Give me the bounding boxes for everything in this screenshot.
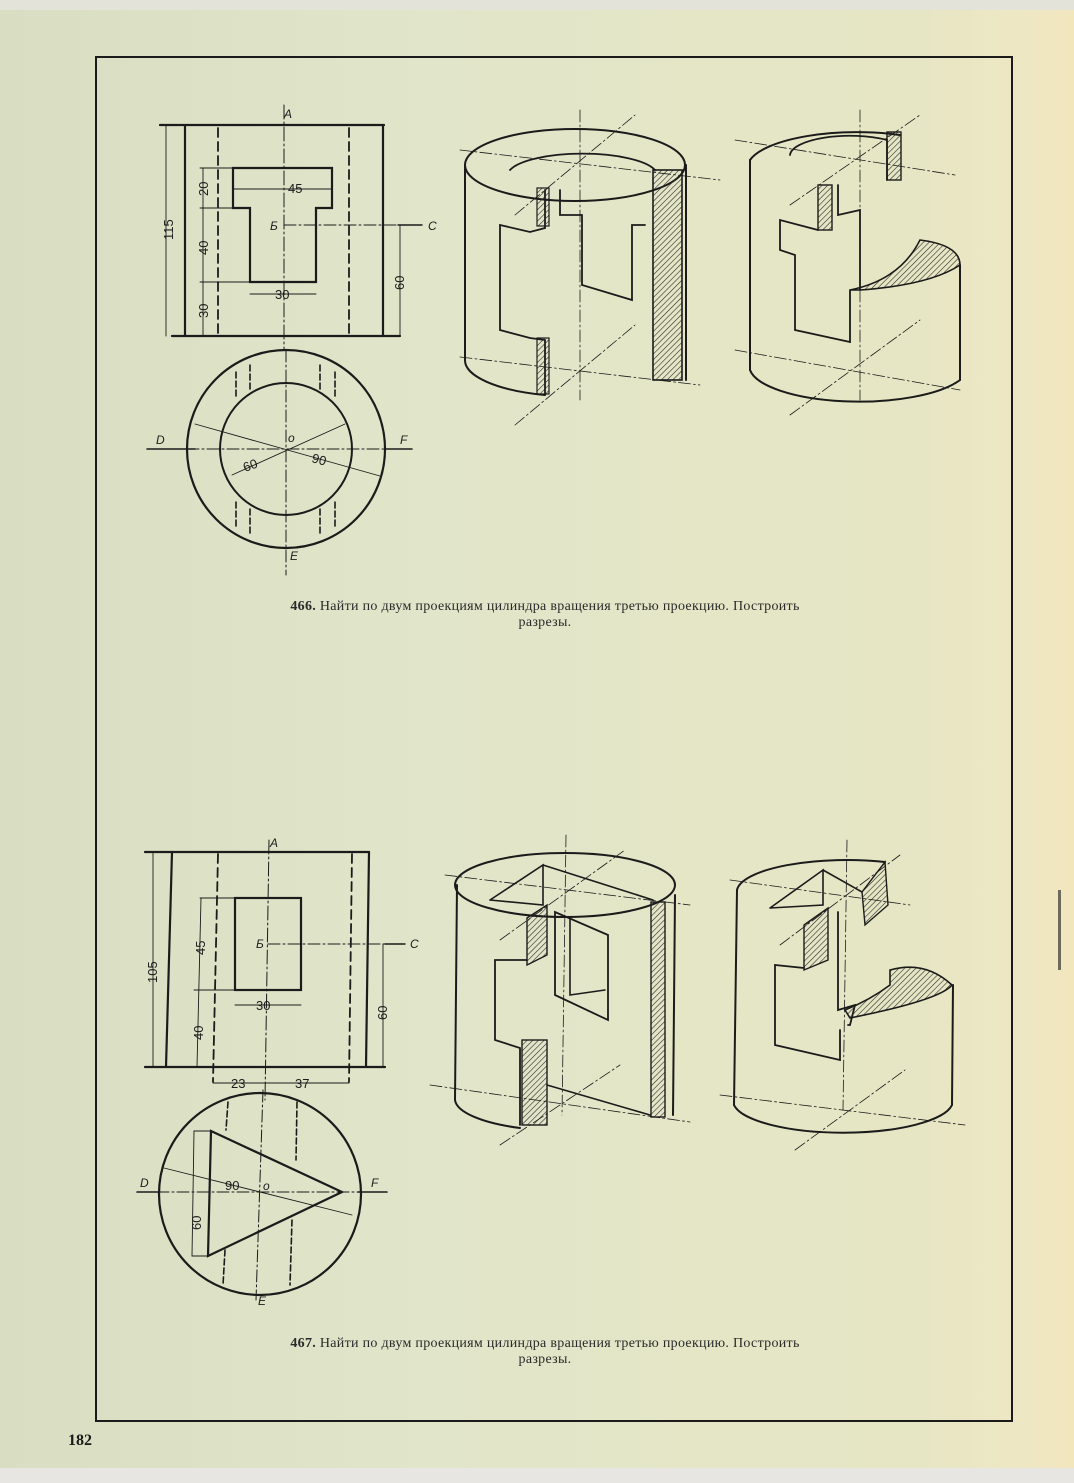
label-467-B: Б bbox=[256, 937, 264, 951]
dim-466-slot-top: 20 bbox=[196, 182, 211, 196]
label-466-o: o bbox=[288, 431, 295, 445]
caption-466-text: Найти по двум проекциям цилиндра вращени… bbox=[319, 599, 800, 614]
caption-466-line1: 466. Найти по двум проекциям цилиндра вр… bbox=[140, 599, 950, 615]
isometric-section-466-b bbox=[734, 109, 961, 416]
caption-466: 466. Найти по двум проекциям цилиндра вр… bbox=[140, 599, 950, 631]
dim-467-window-height: 45 bbox=[193, 941, 208, 955]
label-466-B: Б bbox=[270, 219, 278, 233]
dim-467-diameter: 90 bbox=[225, 1178, 239, 1193]
dim-467-bottom-offset: 40 bbox=[191, 1026, 206, 1040]
page-number: 182 bbox=[68, 1432, 92, 1449]
dim-466-slot-bottom: 30 bbox=[196, 304, 211, 318]
label-466-D: D bbox=[156, 433, 165, 447]
label-466-A: A bbox=[283, 107, 292, 121]
label-467-o: o bbox=[263, 1179, 270, 1193]
isometric-section-466-a bbox=[459, 109, 721, 426]
label-466-F: F bbox=[400, 433, 408, 447]
top-view-466 bbox=[146, 348, 413, 576]
dim-466-slot-mid: 40 bbox=[196, 241, 211, 255]
problem-number-466: 466. bbox=[290, 599, 317, 614]
caption-467-text: Найти по двум проекциям цилиндра вращени… bbox=[319, 1336, 800, 1351]
dim-466-height: 115 bbox=[161, 219, 176, 240]
label-467-E: E bbox=[258, 1294, 267, 1308]
label-466-E: E bbox=[290, 549, 299, 563]
front-view-466 bbox=[158, 104, 423, 351]
label-466-C: C bbox=[428, 219, 437, 233]
top-view-467 bbox=[136, 1089, 388, 1301]
label-467-A: A bbox=[269, 836, 278, 850]
dim-466-top-width: 45 bbox=[288, 181, 302, 196]
dim-466-bottom-width: 30 bbox=[275, 287, 289, 302]
problem-number-467: 467. bbox=[290, 1336, 317, 1351]
binding-edge-mark bbox=[1058, 890, 1061, 970]
dim-466-outer-diameter: 90 bbox=[310, 450, 328, 468]
label-467-C: C bbox=[410, 937, 419, 951]
label-467-F: F bbox=[371, 1176, 379, 1190]
dim-466-section-height: 60 bbox=[392, 276, 407, 290]
caption-466-line2: разрезы. bbox=[518, 615, 572, 630]
caption-467-line1: 467. Найти по двум проекциям цилиндра вр… bbox=[140, 1336, 950, 1352]
dim-467-section-height: 60 bbox=[375, 1006, 390, 1020]
page-frame bbox=[95, 56, 1013, 1422]
dim-467-height: 105 bbox=[145, 961, 160, 983]
isometric-section-467-b bbox=[719, 839, 966, 1151]
scan-top-margin bbox=[0, 0, 1074, 10]
dim-466-inner-diameter: 60 bbox=[241, 456, 260, 475]
dim-467-left-offset: 23 bbox=[231, 1076, 245, 1091]
dim-467-right-offset: 37 bbox=[295, 1076, 309, 1091]
scan-bottom-margin bbox=[0, 1468, 1074, 1483]
caption-467: 467. Найти по двум проекциям цилиндра вр… bbox=[140, 1336, 950, 1368]
isometric-section-467-a bbox=[429, 834, 691, 1146]
label-467-D: D bbox=[140, 1176, 149, 1190]
dim-467-window-width: 30 bbox=[256, 998, 270, 1013]
front-view-467 bbox=[143, 839, 406, 1101]
dim-467-triangle-base: 60 bbox=[189, 1216, 204, 1230]
caption-467-line2: разрезы. bbox=[518, 1352, 572, 1367]
